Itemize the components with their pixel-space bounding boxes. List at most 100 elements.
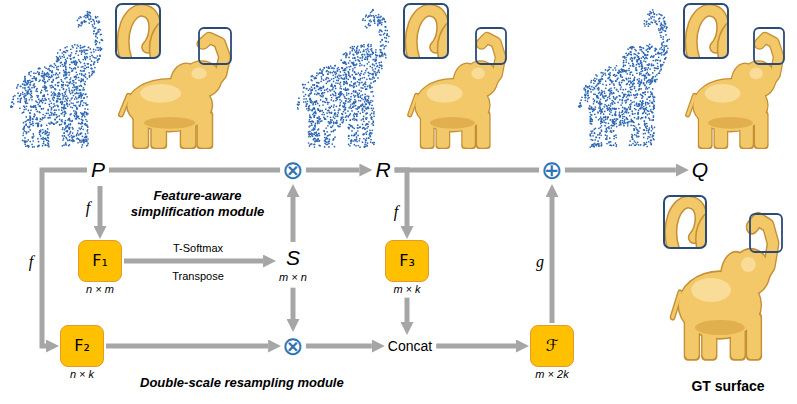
cloud-point bbox=[75, 78, 77, 80]
cloud-point bbox=[83, 139, 85, 141]
cloud-point bbox=[56, 98, 58, 100]
cloud-point bbox=[370, 139, 372, 141]
cloud-point bbox=[366, 117, 368, 119]
cloud-point bbox=[43, 95, 45, 97]
cloud-point bbox=[59, 94, 61, 96]
cloud-point bbox=[92, 19, 94, 21]
cloud-point bbox=[31, 78, 33, 80]
cloud-point bbox=[73, 80, 75, 82]
cloud-point bbox=[306, 103, 308, 105]
cloud-point bbox=[365, 98, 367, 100]
cloud-point bbox=[59, 95, 61, 97]
cloud-point bbox=[357, 81, 359, 83]
cloud-point bbox=[87, 126, 89, 128]
cloud-point bbox=[48, 74, 50, 76]
cloud-point bbox=[86, 136, 88, 138]
cloud-point bbox=[356, 141, 358, 143]
cloud-point bbox=[84, 65, 86, 67]
cloud-point bbox=[82, 136, 84, 138]
cloud-point bbox=[51, 81, 53, 83]
cloud-point bbox=[82, 115, 84, 117]
cloud-point bbox=[55, 64, 57, 66]
cloud-point bbox=[66, 74, 68, 76]
cloud-point bbox=[362, 51, 364, 53]
cloud-point bbox=[22, 83, 24, 85]
cloud-point bbox=[24, 96, 26, 98]
cloud-point bbox=[94, 23, 96, 25]
cloud-point bbox=[61, 119, 63, 121]
cloud-point bbox=[34, 114, 36, 116]
cloud-point bbox=[348, 62, 350, 64]
cloud-point bbox=[345, 73, 347, 75]
cloud-point bbox=[76, 93, 78, 95]
cloud-point bbox=[69, 124, 71, 126]
cloud-point bbox=[82, 120, 84, 122]
cloud-point bbox=[32, 146, 34, 148]
cloud-point bbox=[337, 114, 339, 116]
cloud-point bbox=[81, 122, 83, 124]
cloud-point bbox=[308, 110, 310, 112]
cloud-point bbox=[339, 102, 341, 104]
cloud-point bbox=[76, 112, 78, 114]
cloud-point bbox=[61, 80, 63, 82]
cloud-point bbox=[350, 107, 352, 109]
cloud-point bbox=[347, 101, 349, 103]
cloud-point bbox=[84, 51, 86, 53]
cloud-point bbox=[374, 18, 376, 20]
cloud-point bbox=[66, 89, 68, 91]
cloud-point bbox=[85, 76, 87, 78]
cloud-point bbox=[37, 126, 39, 128]
cloud-point bbox=[320, 81, 322, 83]
cloud-point bbox=[38, 145, 40, 147]
cloud-point bbox=[324, 92, 326, 94]
cloud-point bbox=[357, 127, 359, 129]
cloud-point bbox=[374, 20, 376, 22]
cloud-point bbox=[383, 18, 385, 20]
cloud-point bbox=[310, 116, 312, 118]
cloud-point bbox=[26, 133, 28, 135]
cloud-point bbox=[368, 25, 370, 27]
cloud-point bbox=[42, 129, 44, 131]
cloud-point bbox=[81, 141, 83, 143]
cloud-point bbox=[63, 69, 65, 71]
cloud-point bbox=[23, 122, 25, 124]
cloud-point bbox=[335, 115, 337, 117]
cloud-point bbox=[324, 118, 326, 120]
cloud-point bbox=[73, 61, 75, 63]
cloud-point bbox=[373, 81, 375, 83]
cloud-point bbox=[91, 68, 93, 70]
cloud-point bbox=[355, 145, 357, 147]
cloud-point bbox=[318, 93, 320, 95]
cloud-point bbox=[83, 113, 85, 115]
cloud-point bbox=[53, 103, 55, 105]
cloud-point bbox=[341, 121, 343, 123]
cloud-point bbox=[60, 113, 62, 115]
cloud-point bbox=[93, 21, 95, 23]
cloud-point bbox=[79, 60, 81, 62]
cloud-point bbox=[87, 104, 89, 106]
mesh-shading bbox=[144, 117, 195, 129]
cloud-point bbox=[49, 85, 51, 87]
cloud-point bbox=[357, 56, 359, 58]
cloud-point bbox=[28, 74, 30, 76]
cloud-point bbox=[358, 100, 360, 102]
cloud-point bbox=[30, 94, 32, 96]
cloud-point bbox=[330, 120, 332, 122]
cloud-point bbox=[86, 67, 88, 69]
cloud-point bbox=[33, 87, 35, 89]
cloud-point bbox=[331, 89, 333, 91]
cloud-point bbox=[351, 74, 353, 76]
cloud-point bbox=[71, 70, 73, 72]
cloud-point bbox=[84, 81, 86, 83]
cloud-point bbox=[29, 141, 31, 143]
cloud-point bbox=[90, 64, 92, 66]
cloud-point bbox=[93, 30, 95, 32]
cloud-point bbox=[56, 100, 58, 102]
cloud-point bbox=[96, 20, 98, 22]
cloud-point bbox=[73, 110, 75, 112]
cloud-point bbox=[384, 29, 386, 31]
cloud-point bbox=[41, 138, 43, 140]
cloud-point bbox=[73, 82, 75, 84]
cloud-point bbox=[371, 78, 373, 80]
cloud-point bbox=[24, 88, 26, 90]
